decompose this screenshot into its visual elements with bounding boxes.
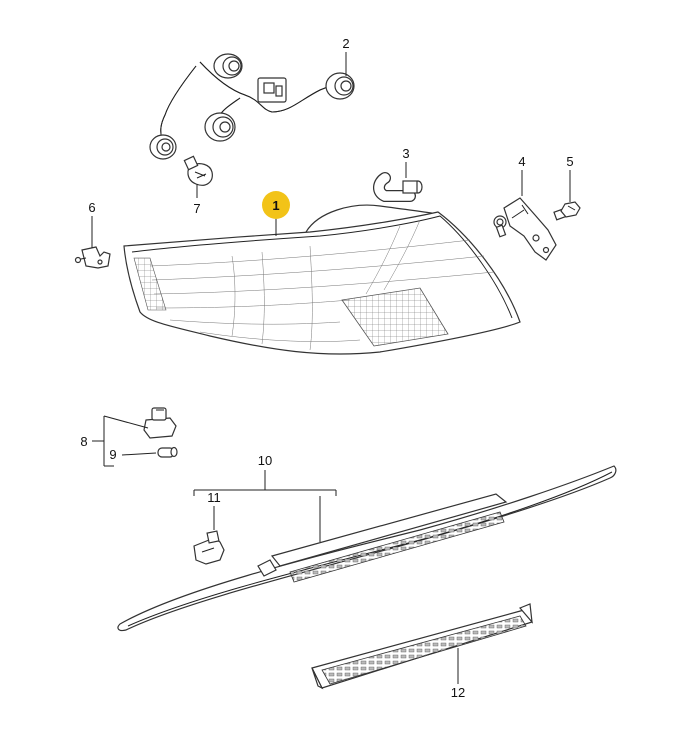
callout-1[interactable]: 1	[272, 198, 279, 213]
callouts: 1 2 3 4 5 6 7 8 9 10 11 12	[80, 36, 573, 700]
callout-7[interactable]: 7	[193, 201, 200, 216]
wiring-harness-part	[149, 53, 355, 160]
bulb-part	[183, 155, 213, 186]
callout-6[interactable]: 6	[88, 200, 95, 215]
screw-part	[553, 201, 581, 221]
bracket-part	[503, 197, 557, 261]
callout-12[interactable]: 12	[451, 685, 465, 700]
callout-8[interactable]: 8	[80, 434, 87, 449]
callout-2[interactable]: 2	[342, 36, 349, 51]
bolt-part	[493, 215, 507, 238]
callout-10[interactable]: 10	[258, 453, 272, 468]
small-bulb-part	[157, 446, 178, 458]
socket-part	[143, 407, 177, 439]
callout-11[interactable]: 11	[207, 490, 221, 505]
callout-3[interactable]: 3	[402, 146, 409, 161]
brake-light-bar-part	[117, 465, 617, 632]
callout-5[interactable]: 5	[566, 154, 573, 169]
highlight-marker	[262, 191, 290, 219]
light-strip-part	[311, 603, 533, 690]
callout-9[interactable]: 9	[109, 447, 116, 462]
clip-part	[74, 246, 111, 269]
hose-part	[373, 172, 423, 202]
callout-4[interactable]: 4	[518, 154, 525, 169]
clip-11-part	[193, 530, 225, 565]
tail-light-part	[123, 204, 521, 355]
leader-lines	[91, 52, 571, 684]
